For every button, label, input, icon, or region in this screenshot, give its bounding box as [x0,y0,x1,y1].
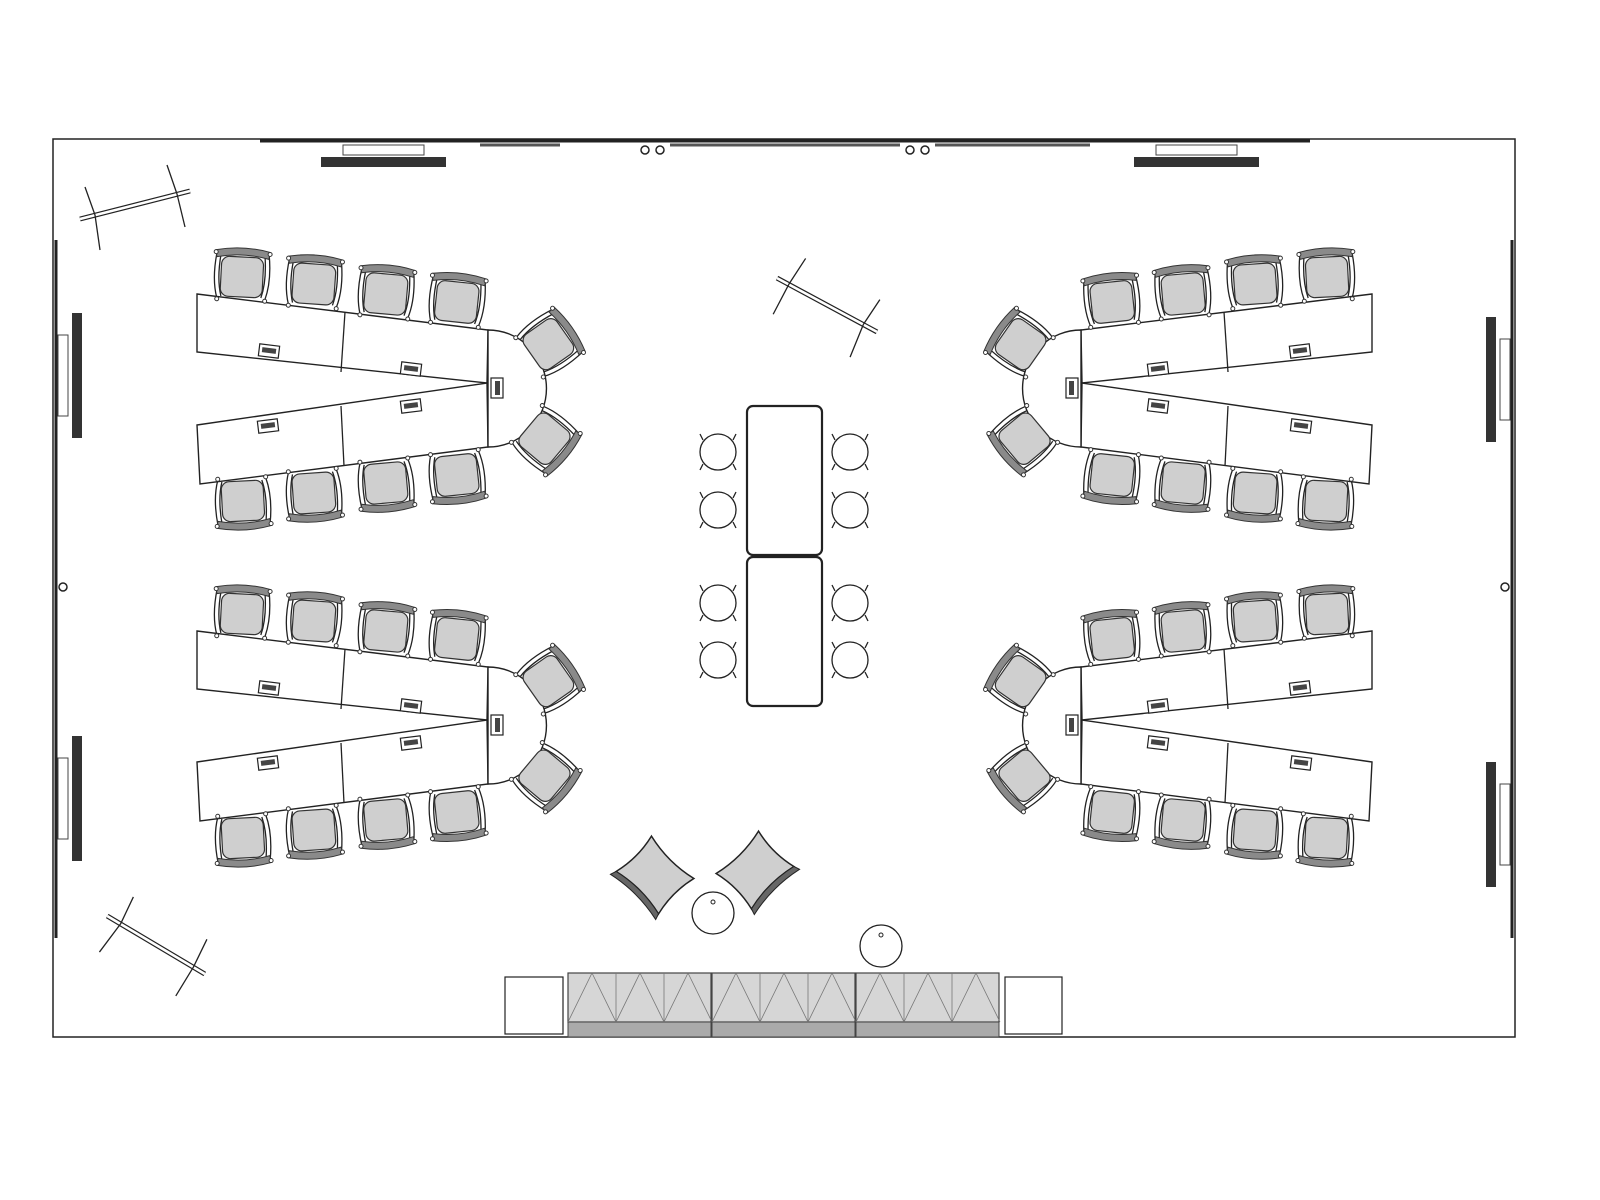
sofa-seat [567,972,712,1023]
stool-icon [699,491,737,529]
sofa-seat [855,972,1000,1023]
lounge-back [750,865,801,916]
stool-icon [831,491,869,529]
end-table [504,976,564,1035]
sofa-pattern [711,972,857,1023]
side-table-icon [691,891,735,935]
screen-icon [1486,317,1496,442]
power-outlet-icon [1500,582,1510,592]
stool-icon [699,584,737,622]
stool-icon [831,433,869,471]
speaker-icon [655,145,665,155]
screen-icon [1486,762,1496,887]
lounge-chair-icon [609,834,696,921]
screen-icon [72,313,82,438]
side-table-icon [859,924,903,968]
screen-mount [1499,783,1511,866]
speaker-icon [920,145,930,155]
center-table [745,404,824,557]
sofa-pattern [855,972,1001,1023]
power-outlet-icon [58,582,68,592]
screen-mount [1499,338,1511,421]
stool-icon [831,584,869,622]
center-table [745,555,824,708]
end-table [1004,976,1063,1035]
screen-icon [321,157,446,167]
stool-icon [699,641,737,679]
screen-mount [57,757,69,840]
stool-icon [699,433,737,471]
sofa-section [711,972,857,1038]
screen-mount [342,144,425,156]
screen-mount [1155,144,1238,156]
stool-icon [831,641,869,679]
sofa-seat [711,972,856,1023]
screen-icon [72,736,82,861]
side-table-knob [710,899,716,905]
sofa-back [855,1021,1000,1038]
speaker-icon [905,145,915,155]
screen-mount [57,334,69,417]
speaker-icon [640,145,650,155]
sofa-back [711,1021,856,1038]
lounge-chair-icon [714,829,801,916]
screen-icon [1134,157,1259,167]
side-table-knob [878,932,884,938]
sofa-section [567,972,713,1038]
sofa-pattern [567,972,713,1023]
sofa-section [855,972,1001,1038]
lounge-back [609,870,660,921]
sofa-back [567,1021,712,1038]
